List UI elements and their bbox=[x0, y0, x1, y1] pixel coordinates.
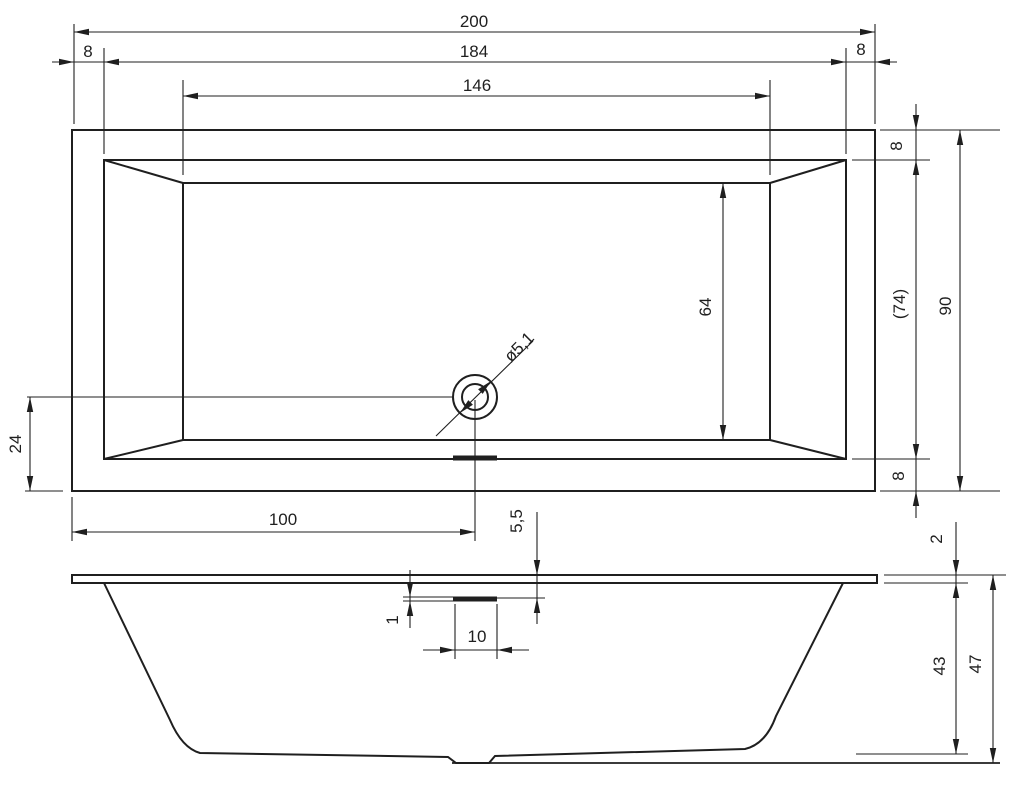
dim-rim-inner-length: 184 bbox=[460, 42, 488, 61]
corner-slope-bottom-right bbox=[769, 439, 847, 460]
dim-recess-depth: 1 bbox=[383, 615, 402, 624]
top-view-outline bbox=[27, 129, 876, 541]
corner-slope-bottom-left bbox=[103, 439, 184, 460]
dim-rim-thickness: 2 bbox=[927, 534, 946, 543]
dim-rim-top: 8 bbox=[887, 141, 906, 150]
dim-drain-from-left: 100 bbox=[269, 510, 297, 529]
tub-floor-edge bbox=[182, 182, 771, 441]
tub-outer-edge bbox=[71, 129, 876, 492]
dim-rim-left: 8 bbox=[83, 42, 92, 61]
corner-slope-top-right bbox=[769, 159, 847, 184]
dim-drain-from-bottom: 24 bbox=[6, 435, 25, 454]
top-view-dimensions: 200 8 184 8 146 8 (74) 8 90 bbox=[6, 12, 1000, 541]
rim-profile bbox=[71, 574, 878, 584]
dim-floor-length: 146 bbox=[463, 76, 491, 95]
dim-drain-depth: 5,5 bbox=[507, 509, 526, 533]
dim-inner-width-ref: (74) bbox=[890, 289, 909, 319]
side-view-dimensions: 1 10 5,5 2 43 47 bbox=[383, 509, 1006, 763]
dim-overall-length: 200 bbox=[460, 12, 488, 31]
dim-slot-width: 10 bbox=[468, 627, 487, 646]
tub-body-profile bbox=[103, 582, 844, 764]
dim-floor-width: 64 bbox=[696, 298, 715, 317]
dim-overall-width: 90 bbox=[936, 297, 955, 316]
dim-drain-diameter: ø5,1 bbox=[500, 328, 537, 365]
side-view-outline bbox=[71, 574, 1000, 764]
dim-rim-bottom: 8 bbox=[889, 471, 908, 480]
dim-rim-right: 8 bbox=[856, 40, 865, 59]
corner-slope-top-left bbox=[103, 159, 184, 184]
dim-overall-height: 47 bbox=[966, 655, 985, 674]
dim-body-depth: 43 bbox=[930, 657, 949, 676]
